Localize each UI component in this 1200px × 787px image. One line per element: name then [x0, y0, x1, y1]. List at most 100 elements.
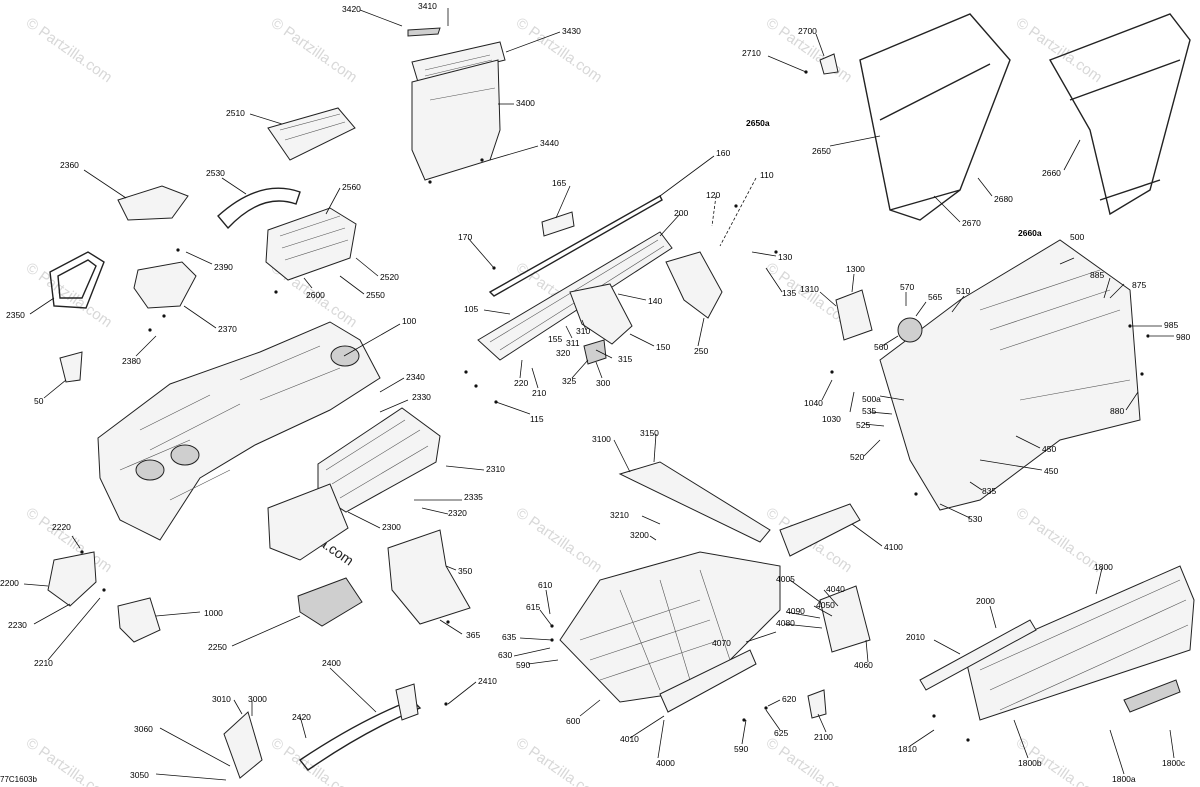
callout-3420[interactable]: 3420 — [342, 4, 361, 14]
callout-311[interactable]: 311 — [566, 338, 580, 348]
callout-2410[interactable]: 2410 — [478, 676, 497, 686]
callout-165[interactable]: 165 — [552, 178, 566, 188]
callout-2650a[interactable]: 2650a — [746, 118, 770, 128]
callout-2400[interactable]: 2400 — [322, 658, 341, 668]
callout-600[interactable]: 600 — [566, 716, 580, 726]
callout-200[interactable]: 200 — [674, 208, 688, 218]
callout-3050[interactable]: 3050 — [130, 770, 149, 780]
callout-300[interactable]: 300 — [596, 378, 610, 388]
callout-565[interactable]: 565 — [928, 292, 942, 302]
callout-2250[interactable]: 2250 — [208, 642, 227, 652]
callout-3150[interactable]: 3150 — [640, 428, 659, 438]
callout-1800a[interactable]: 1800a — [1112, 774, 1136, 784]
callout-2350[interactable]: 2350 — [6, 310, 25, 320]
callout-2335[interactable]: 2335 — [464, 492, 483, 502]
callout-450b[interactable]: 450 — [1044, 466, 1058, 476]
callout-2000[interactable]: 2000 — [976, 596, 995, 606]
callout-4040[interactable]: 4040 — [826, 584, 845, 594]
callout-310[interactable]: 310 — [576, 326, 590, 336]
callout-500a[interactable]: 500a — [862, 394, 881, 404]
callout-3210[interactable]: 3210 — [610, 510, 629, 520]
callout-560[interactable]: 560 — [874, 342, 888, 352]
callout-625[interactable]: 625 — [774, 728, 788, 738]
callout-150[interactable]: 150 — [656, 342, 670, 352]
callout-2210[interactable]: 2210 — [34, 658, 53, 668]
callout-2390[interactable]: 2390 — [214, 262, 233, 272]
callout-170[interactable]: 170 — [458, 232, 472, 242]
callout-4100[interactable]: 4100 — [884, 542, 903, 552]
callout-530[interactable]: 530 — [968, 514, 982, 524]
callout-535[interactable]: 535 — [862, 406, 876, 416]
callout-3200[interactable]: 3200 — [630, 530, 649, 540]
callout-590b[interactable]: 590 — [734, 744, 748, 754]
callout-2420[interactable]: 2420 — [292, 712, 311, 722]
callout-50[interactable]: 50 — [34, 396, 44, 406]
callout-1800b[interactable]: 1800b — [1018, 758, 1042, 768]
callout-3400[interactable]: 3400 — [516, 98, 535, 108]
callout-3430[interactable]: 3430 — [562, 26, 581, 36]
callout-880[interactable]: 880 — [1110, 406, 1124, 416]
callout-885[interactable]: 885 — [1090, 270, 1104, 280]
callout-635[interactable]: 635 — [502, 632, 516, 642]
callout-3100[interactable]: 3100 — [592, 434, 611, 444]
callout-320[interactable]: 320 — [556, 348, 570, 358]
callout-110[interactable]: 110 — [760, 170, 774, 180]
callout-500[interactable]: 500 — [1070, 232, 1084, 242]
callout-130[interactable]: 130 — [778, 252, 792, 262]
callout-2310[interactable]: 2310 — [486, 464, 505, 474]
callout-4010[interactable]: 4010 — [620, 734, 639, 744]
callout-210[interactable]: 210 — [532, 388, 546, 398]
callout-2680[interactable]: 2680 — [994, 194, 1013, 204]
callout-120[interactable]: 120 — [706, 190, 720, 200]
callout-2660[interactable]: 2660 — [1042, 168, 1061, 178]
callout-325[interactable]: 325 — [562, 376, 576, 386]
callout-2300[interactable]: 2300 — [382, 522, 401, 532]
callout-2660a[interactable]: 2660a — [1018, 228, 1042, 238]
callout-1800[interactable]: 1800 — [1094, 562, 1113, 572]
callout-4080[interactable]: 4080 — [776, 618, 795, 628]
callout-1030[interactable]: 1030 — [822, 414, 841, 424]
callout-590a[interactable]: 590 — [516, 660, 530, 670]
callout-2200[interactable]: 2200 — [0, 578, 19, 588]
callout-4070[interactable]: 4070 — [712, 638, 731, 648]
callout-4060[interactable]: 4060 — [854, 660, 873, 670]
callout-3440[interactable]: 3440 — [540, 138, 559, 148]
callout-510[interactable]: 510 — [956, 286, 970, 296]
callout-2710[interactable]: 2710 — [742, 48, 761, 58]
callout-610[interactable]: 610 — [538, 580, 552, 590]
callout-615[interactable]: 615 — [526, 602, 540, 612]
callout-350[interactable]: 350 — [458, 566, 472, 576]
callout-835[interactable]: 835 — [982, 486, 996, 496]
callout-2600[interactable]: 2600 — [306, 290, 325, 300]
callout-2360[interactable]: 2360 — [60, 160, 79, 170]
callout-2560[interactable]: 2560 — [342, 182, 361, 192]
callout-2230[interactable]: 2230 — [8, 620, 27, 630]
callout-4005[interactable]: 4005 — [776, 574, 795, 584]
callout-985[interactable]: 985 — [1164, 320, 1178, 330]
callout-155[interactable]: 155 — [548, 334, 562, 344]
callout-520[interactable]: 520 — [850, 452, 864, 462]
callout-2370[interactable]: 2370 — [218, 324, 237, 334]
callout-1810[interactable]: 1810 — [898, 744, 917, 754]
callout-4050[interactable]: 4050 — [816, 600, 835, 610]
callout-250[interactable]: 250 — [694, 346, 708, 356]
callout-105[interactable]: 105 — [464, 304, 478, 314]
callout-220[interactable]: 220 — [514, 378, 528, 388]
callout-1000[interactable]: 1000 — [204, 608, 223, 618]
callout-525[interactable]: 525 — [856, 420, 870, 430]
callout-2380[interactable]: 2380 — [122, 356, 141, 366]
callout-2320[interactable]: 2320 — [448, 508, 467, 518]
callout-2530[interactable]: 2530 — [206, 168, 225, 178]
callout-3410[interactable]: 3410 — [418, 1, 437, 11]
callout-2010[interactable]: 2010 — [906, 632, 925, 642]
callout-100[interactable]: 100 — [402, 316, 416, 326]
callout-2220[interactable]: 2220 — [52, 522, 71, 532]
callout-115[interactable]: 115 — [530, 414, 544, 424]
callout-1800c[interactable]: 1800c — [1162, 758, 1186, 768]
callout-630[interactable]: 630 — [498, 650, 512, 660]
callout-160[interactable]: 160 — [716, 148, 730, 158]
callout-980[interactable]: 980 — [1176, 332, 1190, 342]
callout-3000[interactable]: 3000 — [248, 694, 267, 704]
callout-140[interactable]: 140 — [648, 296, 662, 306]
callout-2520[interactable]: 2520 — [380, 272, 399, 282]
